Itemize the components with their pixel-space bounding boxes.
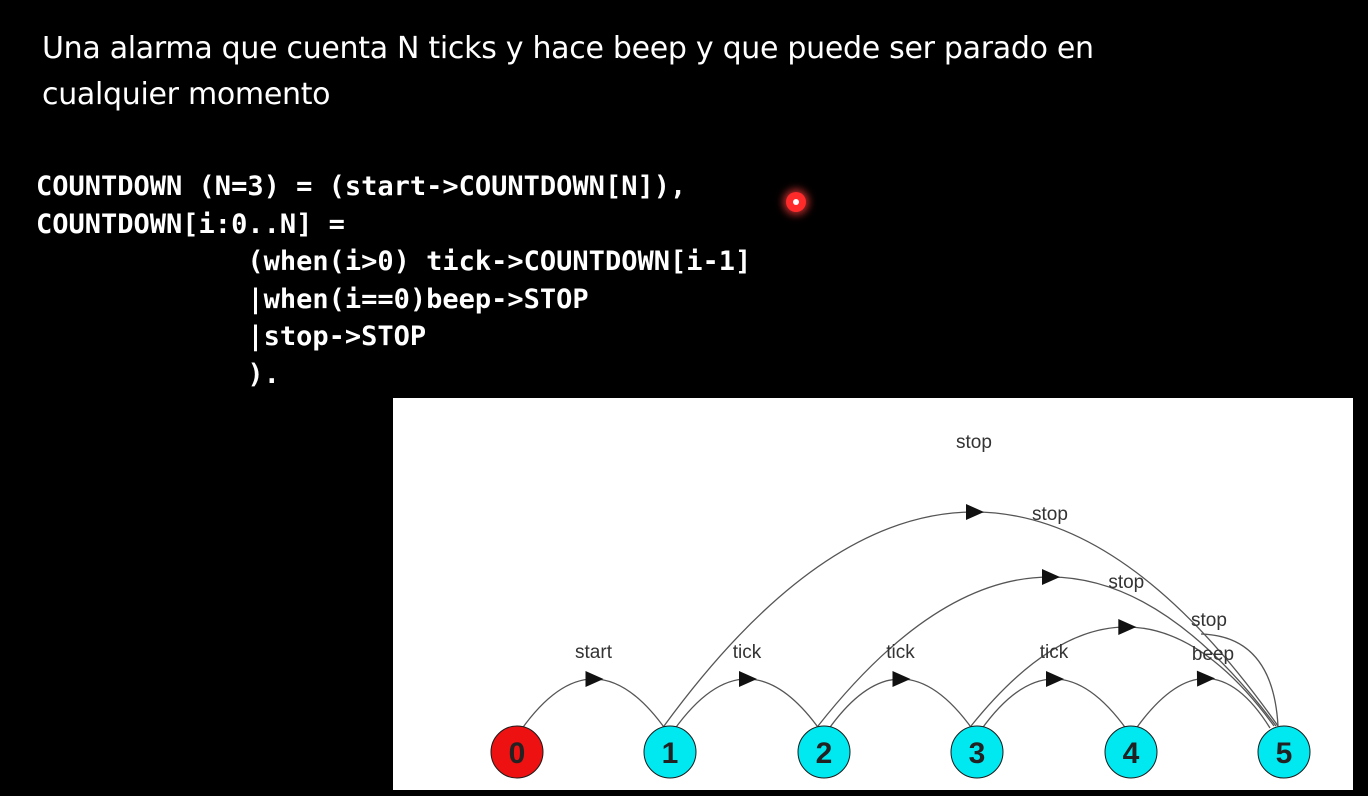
transition-arc-3-4	[980, 678, 1128, 731]
transitions-layer	[520, 504, 1279, 731]
transition-label: start	[575, 642, 613, 663]
transition-label: stop	[1108, 572, 1144, 593]
transition-arrowhead	[585, 671, 604, 687]
state-label: 0	[509, 737, 526, 770]
state-4: 4	[1104, 725, 1158, 779]
state-node	[490, 725, 544, 779]
state-node	[797, 725, 851, 779]
state-label: 5	[1276, 737, 1293, 770]
code-line: COUNTDOWN (N=3) = (start->COUNTDOWN[N]),	[36, 171, 687, 202]
transition-label: stop	[956, 432, 992, 453]
transition-label: beep	[1192, 644, 1234, 665]
transition-label: stop	[1032, 504, 1068, 525]
transition-arc-4-5	[1134, 678, 1271, 731]
transition-arc-0-1	[520, 678, 667, 731]
state-node	[950, 725, 1004, 779]
transition-arc-1-5	[663, 511, 1279, 727]
transition-arc-1-2	[673, 678, 821, 731]
state-node	[1104, 725, 1158, 779]
transition-label: tick	[1040, 642, 1069, 663]
code-line: (when(i>0) tick->COUNTDOWN[i-1]	[36, 246, 752, 277]
lts-diagram-panel: start tick tick tick beep stop stop stop stop 0 1…	[393, 398, 1353, 790]
state-2: 2	[797, 725, 851, 779]
state-3: 3	[950, 725, 1004, 779]
state-label: 2	[816, 737, 833, 770]
state-label: 3	[969, 737, 986, 770]
transition-arrowhead	[1196, 670, 1215, 687]
transition-arrowhead	[966, 504, 984, 520]
transition-label: tick	[886, 642, 915, 663]
transition-arrowhead	[892, 671, 911, 687]
fsp-code-block: COUNTDOWN (N=3) = (start->COUNTDOWN[N]),…	[36, 168, 751, 393]
transition-labels-layer: start tick tick tick beep stop stop stop stop	[575, 432, 1234, 665]
code-line: |when(i==0)beep->STOP	[36, 283, 589, 315]
state-1: 1	[643, 725, 697, 779]
slide-title: Una alarma que cuenta N ticks y hace bee…	[42, 26, 1242, 118]
state-node	[643, 725, 697, 779]
states-layer: 0 1 2 3 4 5	[490, 725, 1311, 779]
title-line-2: cualquier momento	[42, 77, 331, 112]
code-line: |stop->STOP	[36, 321, 427, 352]
transition-arrowhead	[1046, 671, 1064, 687]
state-5: 5	[1257, 725, 1311, 779]
transition-label: stop	[1191, 610, 1227, 631]
transition-arc-3-5	[970, 626, 1275, 727]
code-line: COUNTDOWN[i:0..N] =	[36, 208, 345, 240]
transition-arc-2-3	[827, 678, 974, 731]
state-label: 1	[662, 737, 679, 770]
transition-arc-4-5	[1200, 633, 1279, 727]
transition-arrowhead	[1042, 569, 1060, 585]
title-line-1: Una alarma que cuenta N ticks y hace bee…	[42, 31, 1094, 66]
transition-arrowhead	[1118, 619, 1137, 635]
state-node	[1257, 725, 1311, 779]
lts-diagram: start tick tick tick beep stop stop stop stop 0 1…	[490, 432, 1311, 779]
transition-label: tick	[733, 642, 762, 663]
code-line: ).	[36, 358, 280, 390]
transition-arrowhead	[739, 671, 757, 687]
pointer-highlight-icon	[786, 192, 806, 212]
state-label: 4	[1123, 737, 1140, 770]
state-0: 0	[490, 725, 544, 779]
